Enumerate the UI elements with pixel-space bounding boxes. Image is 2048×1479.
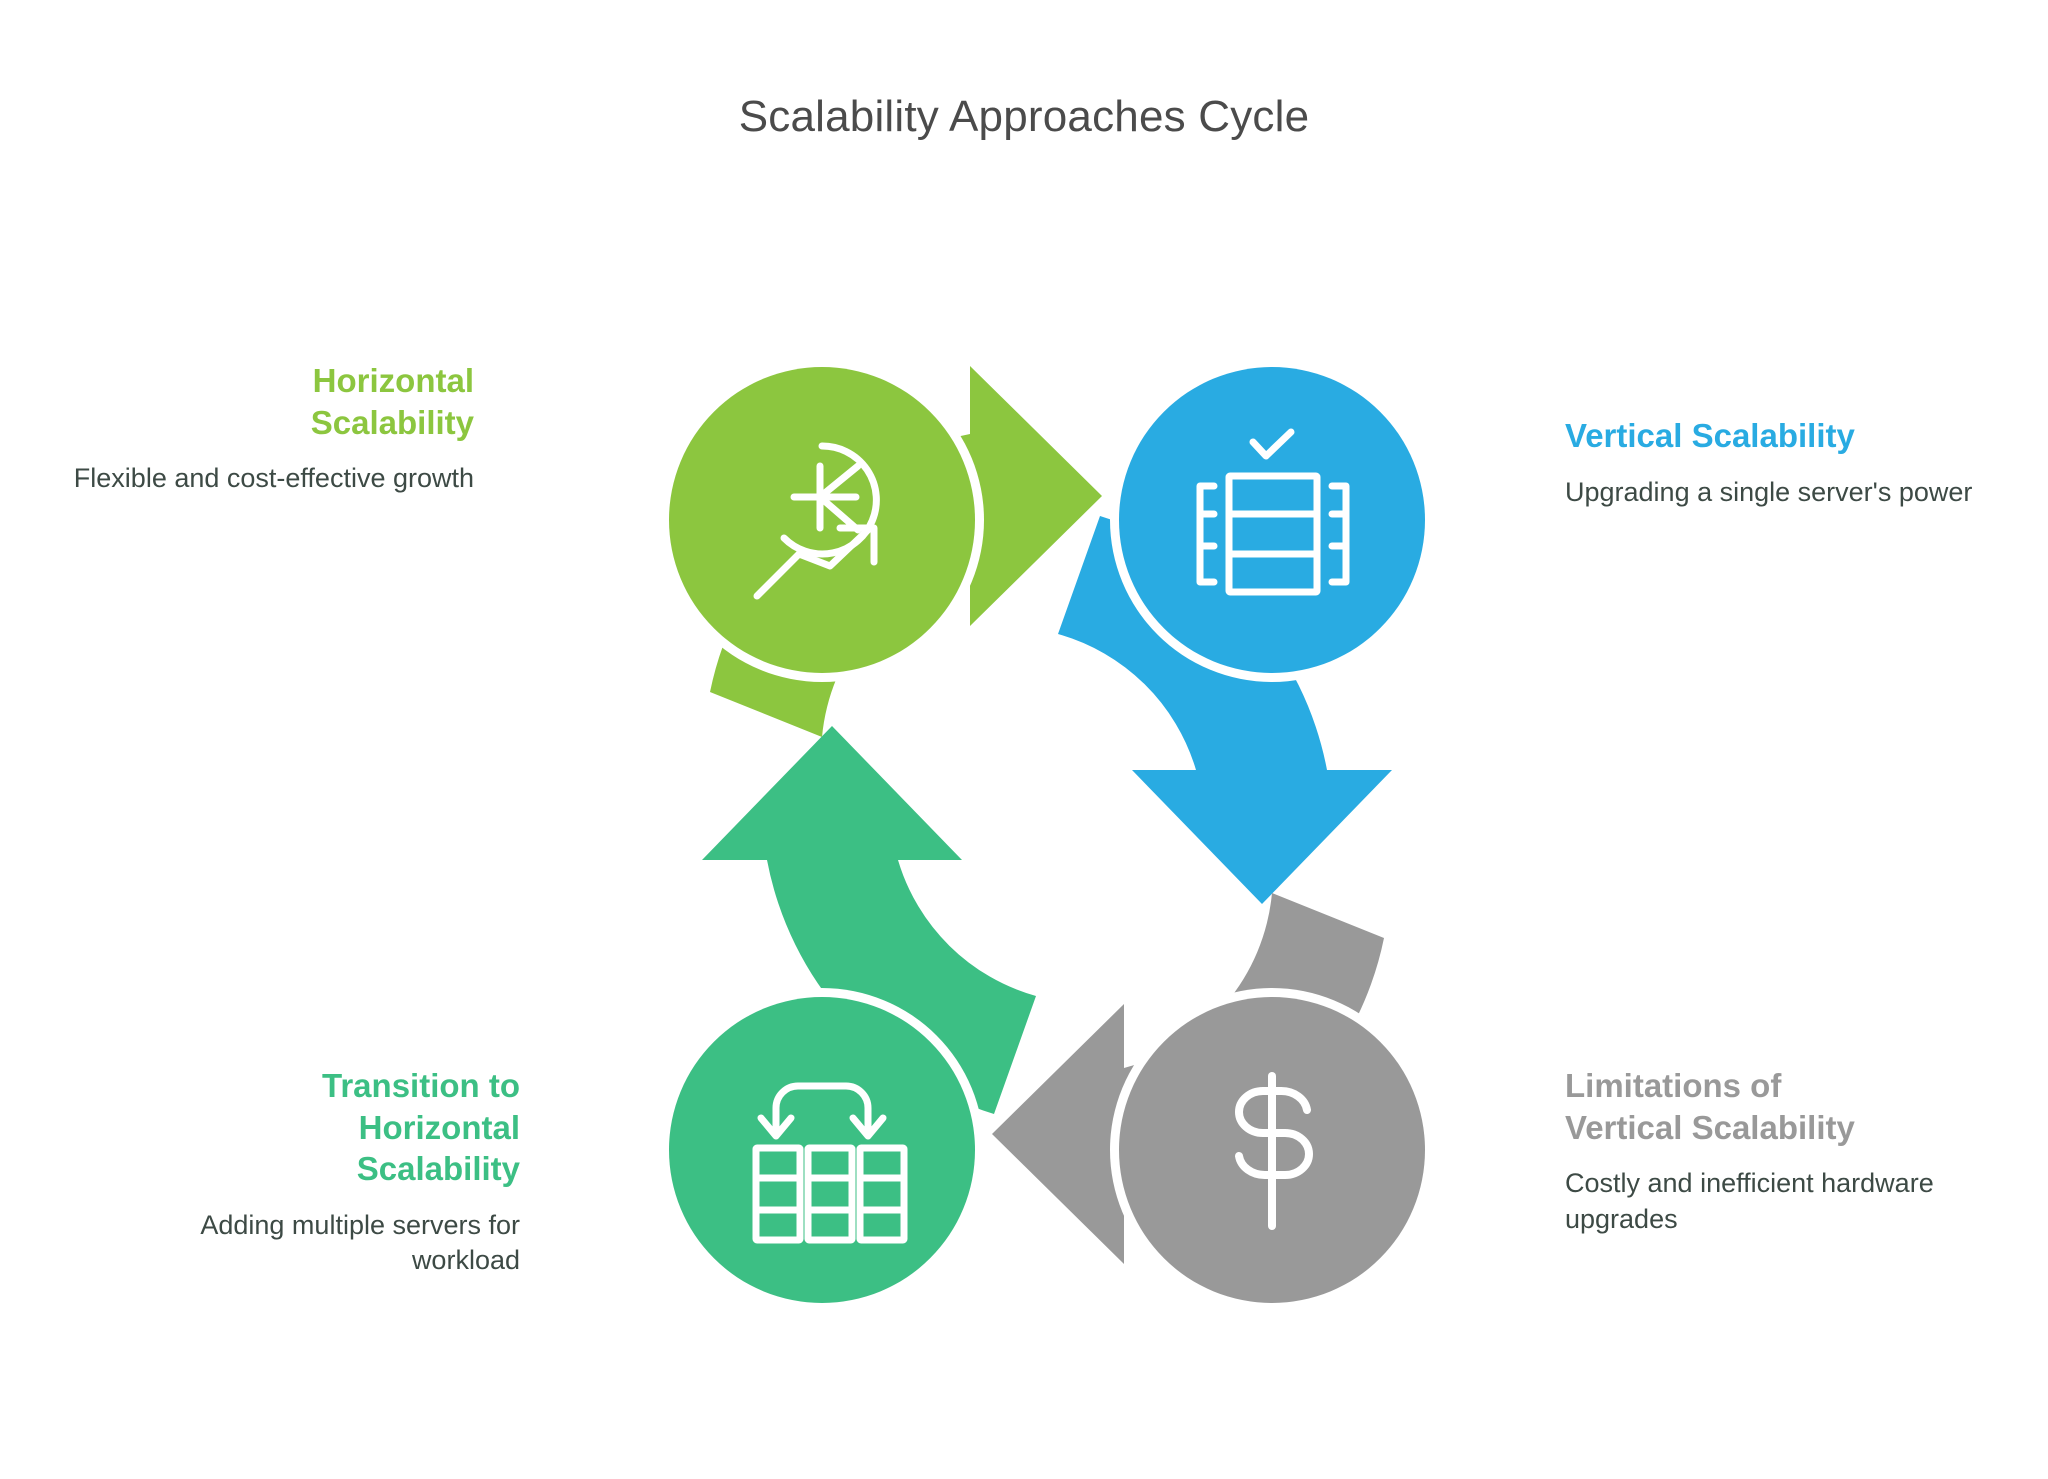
label-description-vertical-scalability: Upgrading a single server's power [1565,476,1973,507]
dollar-sign-icon [1235,1072,1313,1230]
label-limitations-of-vertical-scalability: Limitations of Vertical Scalability Cost… [1565,1065,1995,1237]
node-circle-vertical-scalability[interactable] [1110,358,1434,682]
page-title: Scalability Approaches Cycle [738,92,1310,141]
label-vertical-scalability: Vertical Scalability Upgrading a single … [1565,415,1995,510]
label-heading-limitations-of-vertical-scalability: Limitations of Vertical Scalability [1565,1067,1855,1146]
node-circle-limitations-of-vertical-scalability[interactable] [1110,988,1434,1312]
label-description-transition-to-horizontal-scalability: Adding multiple servers for workload [200,1209,520,1276]
arrow-transition-to-horizontal [702,726,1036,1114]
label-description-horizontal-scalability: Flexible and cost-effective growth [73,463,474,494]
growth-chart-target-icon [753,442,880,600]
cycle-diagram [512,290,1582,1380]
label-heading-vertical-scalability: Vertical Scalability [1565,417,1855,454]
label-horizontal-scalability: Horizontal Scalability Flexible and cost… [44,360,474,497]
server-upgrade-check-icon [1196,428,1350,596]
label-heading-horizontal-scalability: Horizontal Scalability [310,362,474,441]
multiple-servers-loadbalance-icon [752,1082,908,1244]
label-transition-to-horizontal-scalability: Transition to Horizontal Scalability Add… [90,1065,520,1279]
node-circle-transition-to-horizontal-scalability[interactable] [660,988,984,1312]
label-heading-transition-to-horizontal-scalability: Transition to Horizontal Scalability [322,1067,520,1188]
label-description-limitations-of-vertical-scalability: Costly and inefficient hardware upgrades [1565,1168,1934,1234]
node-circle-horizontal-scalability[interactable] [660,358,984,682]
